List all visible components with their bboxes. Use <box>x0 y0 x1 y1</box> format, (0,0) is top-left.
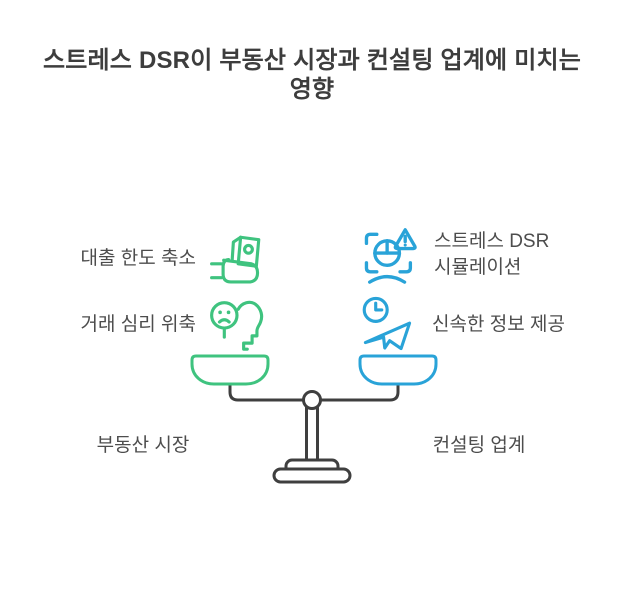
item-stress-dsr-simulation-label: 스트레스 DSR 시뮬레이션 <box>434 231 550 278</box>
item-loan-limit-reduction-label: 대출 한도 축소 <box>80 248 196 269</box>
page-title-line-1: 스트레스 DSR이 부동산 시장과 컨설팅 업계에 미치는 <box>42 47 582 74</box>
page-title: 스트레스 DSR이 부동산 시장과 컨설팅 업계에 미치는 영향 <box>0 46 624 104</box>
sad-mind-icon <box>208 296 266 354</box>
right-side-label: 컨설팅 업계 <box>432 435 526 456</box>
simulation-warning-icon <box>360 224 422 286</box>
balance-scale <box>190 354 438 484</box>
right-scale-pan <box>358 354 438 386</box>
item-sentiment-contraction: 거래 심리 위축 <box>60 296 266 354</box>
left-side-label: 부동산 시장 <box>96 435 190 456</box>
item-loan-limit-reduction: 대출 한도 축소 <box>60 230 266 288</box>
scale-base-bottom <box>272 467 352 484</box>
item-fast-info-delivery: 신속한 정보 제공 <box>360 296 578 354</box>
scale-arms <box>228 382 400 402</box>
left-scale-pan <box>190 354 270 386</box>
scale-post <box>305 404 319 466</box>
item-sentiment-contraction-label: 거래 심리 위축 <box>80 314 196 335</box>
clock-plane-icon <box>360 296 418 354</box>
money-in-hand-icon <box>208 230 266 288</box>
item-stress-dsr-simulation: 스트레스 DSR 시뮬레이션 <box>360 224 574 286</box>
item-fast-info-delivery-label: 신속한 정보 제공 <box>432 314 565 335</box>
scale-pivot <box>302 390 322 410</box>
page-title-line-2: 영향 <box>289 76 335 103</box>
